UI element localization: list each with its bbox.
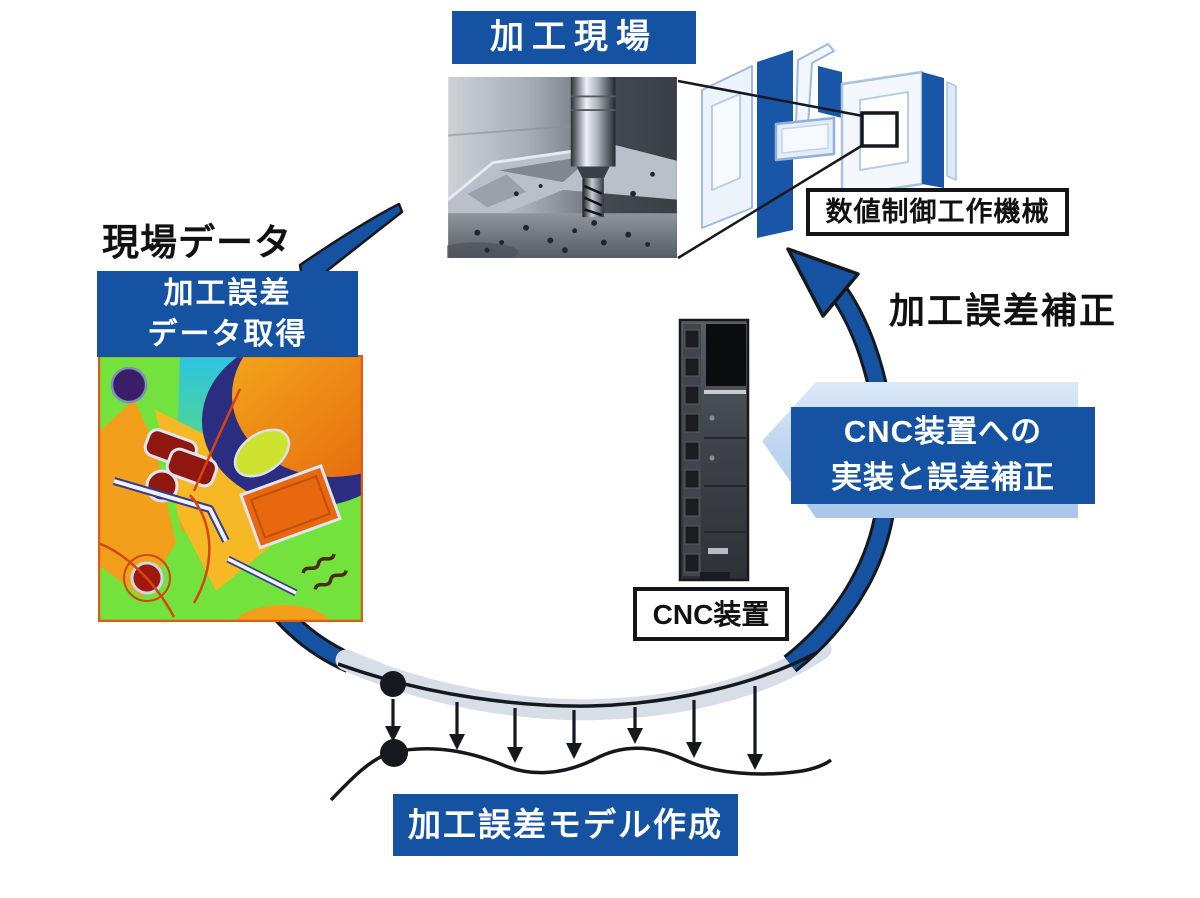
error-data-line1: 加工誤差: [163, 277, 292, 310]
site-data-caption: 現場データ: [102, 222, 292, 263]
cnc-device-label-box: CNC装置: [633, 587, 789, 641]
machine-label: 数値制御工作機械: [825, 197, 1050, 227]
cycle-arrowhead: [786, 247, 860, 318]
cnc-implementation-box: CNC装置への 実装と誤差補正: [791, 407, 1095, 504]
error-data-line2: データ取得: [147, 318, 308, 351]
arc-bottom-faded: [335, 638, 832, 721]
error-data-box: 加工誤差 データ取得: [97, 271, 358, 357]
site-title-label: 加工現場: [490, 18, 658, 56]
site-title-box: 加工現場: [452, 11, 696, 64]
machine-label-box: 数値制御工作機械: [806, 188, 1069, 236]
heatmap-image: [98, 355, 363, 622]
arc-top-left: [298, 202, 404, 291]
cnc-device-label: CNC装置: [652, 599, 770, 630]
error-correction-caption: 加工誤差補正: [889, 290, 1118, 331]
model-creation-label: 加工誤差モデル作成: [408, 806, 723, 843]
model-creation-box: 加工誤差モデル作成: [393, 794, 738, 856]
cnc-device-photo: [678, 318, 750, 582]
cnc-implementation-line2: 実装と誤差補正: [831, 460, 1055, 495]
cnc-implementation-line1: CNC装置への: [843, 414, 1043, 449]
machining-photo: [447, 77, 677, 258]
